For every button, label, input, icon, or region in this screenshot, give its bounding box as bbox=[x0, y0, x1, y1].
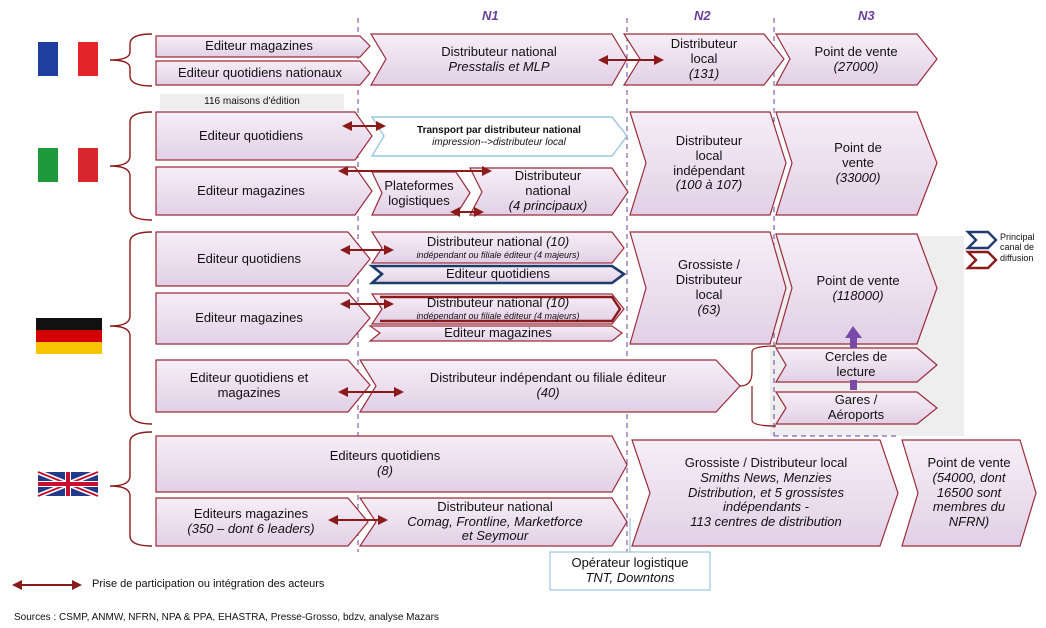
uk-ed-quot-shape bbox=[155, 435, 628, 493]
participation-arrows bbox=[12, 55, 664, 590]
purple-arrows bbox=[845, 326, 862, 390]
fr-ed-quot-shape bbox=[155, 60, 371, 86]
de-editeur-quotidiens: Editeur quotidiens bbox=[196, 250, 302, 266]
uk-flag bbox=[37, 469, 99, 499]
de-quot-bar-shape bbox=[368, 264, 627, 285]
de-point-de-vente: Point de vente(118000) bbox=[816, 273, 900, 303]
maisons-bg bbox=[160, 94, 344, 110]
de-ed-quot-shape bbox=[155, 231, 371, 287]
de-dist2-emphasis bbox=[380, 295, 622, 323]
legend-principal-red-icon bbox=[965, 250, 998, 270]
uk-ed-mag-shape bbox=[155, 497, 369, 547]
legend-principal-blue-icon bbox=[965, 230, 998, 250]
fr-ed-mag-shape bbox=[155, 35, 371, 58]
level-n3-label: N3 bbox=[858, 8, 875, 23]
flow-shapes bbox=[155, 33, 1037, 547]
it-transport-shape bbox=[370, 116, 628, 157]
fr-editeur-quotidiens: Editeur quotidiens nationaux bbox=[177, 64, 343, 80]
de-gross-shape bbox=[629, 231, 787, 345]
it-pdv-shape bbox=[775, 111, 938, 216]
country-brackets bbox=[109, 33, 153, 547]
uk-operateur-shape bbox=[549, 551, 711, 591]
de-editeur-magazines-bar: Editeur magazines bbox=[444, 325, 552, 341]
de-editeur-quotidiens-bar: Editeur quotidiens bbox=[445, 266, 551, 282]
fr-point-de-vente: Point de vente(27000) bbox=[814, 43, 898, 74]
de-distributeur-independant: Distributeur indépendant ou filiale édit… bbox=[429, 370, 667, 400]
de-editeur-magazines: Editeur magazines bbox=[195, 310, 303, 326]
it-editeur-magazines: Editeur magazines bbox=[197, 182, 305, 198]
de-gares-shape bbox=[774, 391, 938, 425]
fr-dist-shape bbox=[369, 33, 628, 86]
it-dist-shape bbox=[469, 167, 629, 216]
level-n1-label: N1 bbox=[482, 8, 499, 23]
de-ed-qm-shape bbox=[155, 359, 371, 413]
sources-note: Sources : CSMP, ANMW, NFRN, NPA & PPA, E… bbox=[14, 612, 439, 623]
it-editeur-quotidiens: Editeur quotidiens bbox=[198, 127, 304, 143]
it-ed-quot-shape bbox=[155, 111, 373, 161]
it-local-shape bbox=[629, 111, 787, 216]
germany-flag bbox=[36, 318, 102, 354]
uk-editeurs-magazines: Editeurs magazines(350 – dont 6 leaders) bbox=[187, 506, 315, 536]
level-n2-label: N2 bbox=[694, 8, 711, 23]
de-dist2-shape bbox=[370, 293, 625, 325]
fr-editeur-magazines: Editeur magazines bbox=[205, 38, 313, 54]
legend-prise-participation: Prise de participation ou intégration de… bbox=[92, 578, 325, 590]
de-pdv-shape bbox=[775, 233, 938, 345]
it-ed-mag-shape bbox=[155, 166, 373, 216]
de-distributeur-national-1: Distributeur national (10)indépendant ou… bbox=[416, 233, 580, 260]
de-mag-bar-shape bbox=[368, 325, 624, 342]
fr-maisons-edition: 116 maisons d'édition bbox=[204, 96, 300, 108]
italy-flag bbox=[38, 148, 98, 182]
de-dist3-shape bbox=[358, 359, 741, 413]
de-gares-aeroports: Gares /Aéroports bbox=[827, 392, 885, 422]
de-outlet-bracket bbox=[739, 345, 777, 427]
uk-editeurs-quotidiens: Editeurs quotidiens(8) bbox=[329, 448, 441, 478]
fr-pdv-shape bbox=[774, 33, 938, 86]
de-ed-mag-shape bbox=[155, 292, 371, 345]
uk-pdv-shape bbox=[901, 439, 1037, 547]
de-cercles-shape bbox=[774, 347, 938, 383]
uk-gross-shape bbox=[631, 439, 899, 547]
france-flag bbox=[38, 42, 98, 76]
de-distributeur-national-2: Distributeur national (10)indépendant ou… bbox=[416, 295, 580, 322]
